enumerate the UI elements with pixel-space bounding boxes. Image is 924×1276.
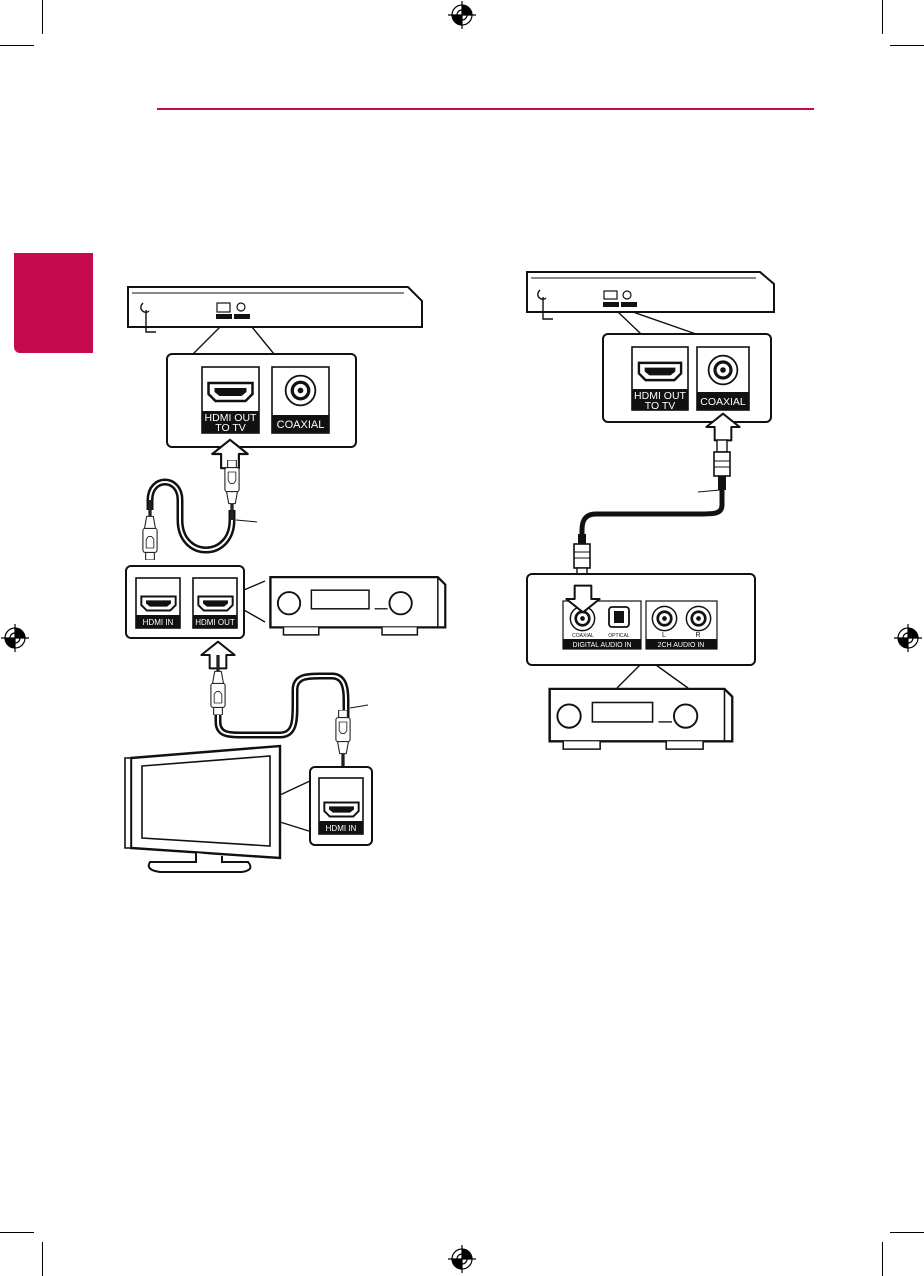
port-group-label: 2CH AUDIO IN [658, 642, 705, 649]
rca-left-socket-icon [652, 606, 676, 630]
port-label: TO TV [215, 422, 246, 434]
hdmi-plug-icon [225, 460, 239, 520]
left-player-port-panel [167, 354, 356, 447]
registration-mark-icon [448, 1, 476, 29]
port-label: COAXIAL [277, 419, 325, 431]
right-receiver-port-panel [527, 574, 755, 688]
left-receiver-port-panel [126, 566, 265, 638]
registration-mark-icon [448, 1245, 476, 1273]
hdmi-cable [218, 676, 346, 735]
callout-line [193, 327, 274, 354]
hdmi-out-socket-icon [639, 363, 681, 380]
port-label: HDMI OUT [195, 618, 235, 627]
registration-mark-icon [1, 624, 29, 652]
port-label: HDMI IN [326, 824, 357, 833]
port-group-label: DIGITAL AUDIO IN [572, 642, 631, 649]
right-player [527, 272, 774, 319]
rca-right-socket-icon [686, 606, 710, 630]
hdmi-plug-icon [143, 500, 157, 560]
hdmi-in-socket-icon [324, 802, 358, 816]
hdmi-cable-highlight [150, 482, 232, 550]
port-label: R [695, 632, 700, 639]
port-label: OPTICAL [608, 633, 630, 639]
hdmi-out-socket-icon [198, 596, 232, 610]
cable-callout-line [698, 490, 720, 492]
rca-plug-icon [714, 440, 730, 490]
port-label: HDMI IN [143, 618, 174, 627]
tv-port-panel [310, 767, 372, 845]
coaxial-socket-icon [709, 356, 738, 385]
rca-plug-icon [574, 534, 590, 578]
port-label: COAXIAL [700, 396, 746, 408]
registration-mark-icon [894, 624, 922, 652]
coaxial-socket-icon [286, 376, 316, 406]
cable-callout-line [350, 705, 368, 708]
tv [125, 746, 312, 872]
right-player-port-panel [603, 334, 771, 422]
callout-line [618, 312, 696, 334]
hdmi-cable [150, 482, 232, 550]
left-player [128, 287, 422, 332]
av-receiver [550, 689, 733, 749]
coaxial-cable [582, 488, 722, 540]
port-label: TO TV [645, 400, 676, 412]
port-label: COAXIAL [572, 633, 594, 639]
hdmi-out-socket-icon [209, 383, 253, 401]
av-receiver [270, 577, 445, 635]
hdmi-in-socket-icon [141, 596, 175, 610]
cable-callout-line [236, 520, 257, 522]
hdmi-plug-icon [336, 710, 350, 770]
hdmi-cable-highlight [218, 676, 346, 735]
port-label: L [662, 632, 666, 639]
